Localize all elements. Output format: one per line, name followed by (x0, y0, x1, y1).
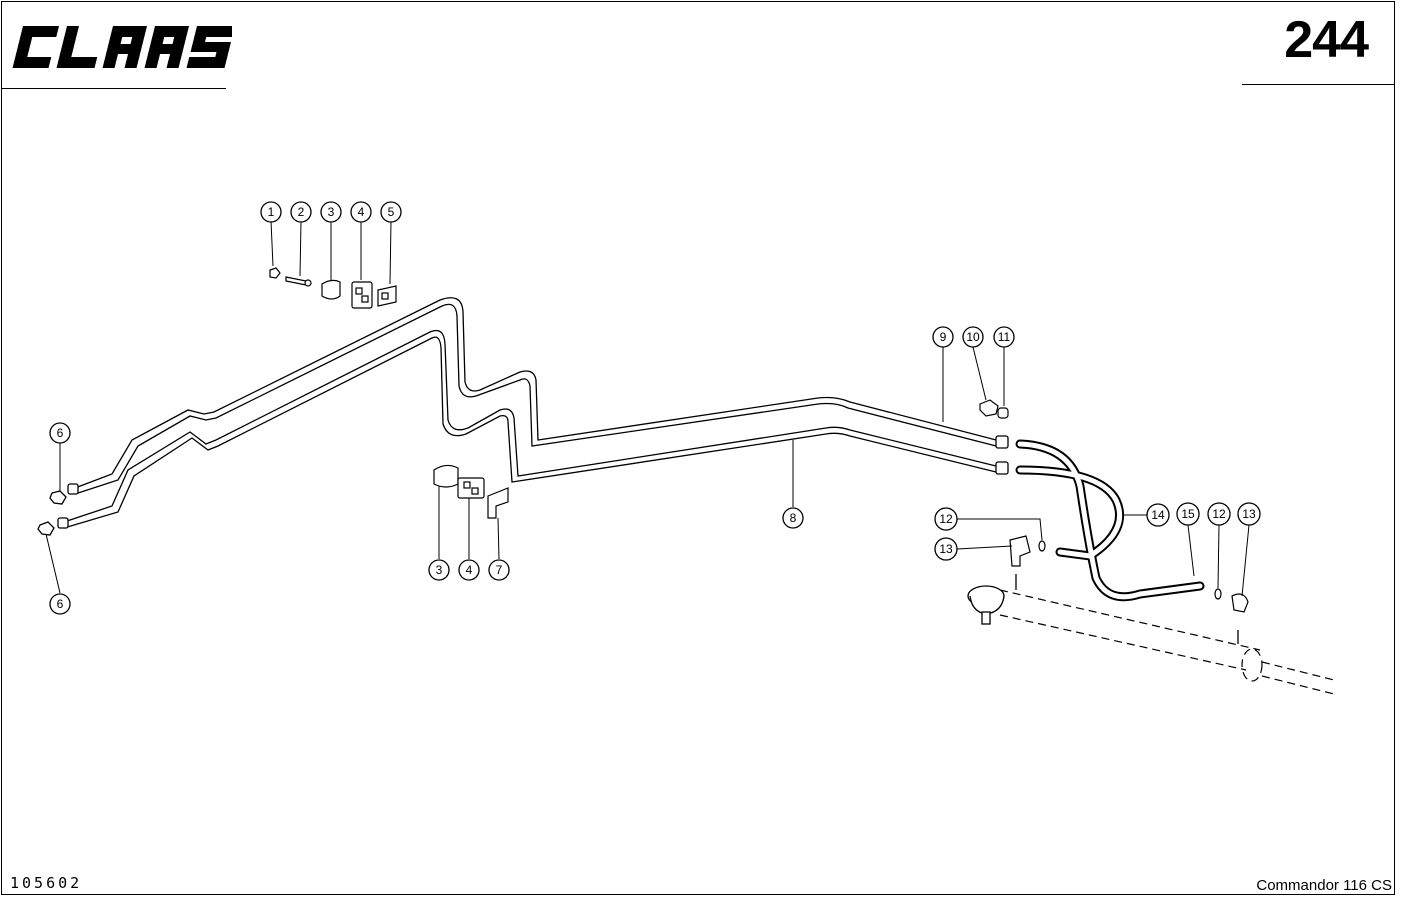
pipe-upper (74, 297, 1001, 495)
header-rule-left (2, 88, 226, 89)
svg-text:5: 5 (388, 205, 395, 219)
hydraulic-cylinder (999, 589, 1335, 695)
callout-12-left: 12 (934, 507, 958, 531)
svg-text:7: 7 (496, 563, 503, 577)
callout-13-right: 13 (1237, 502, 1261, 526)
svg-text:3: 3 (328, 205, 335, 219)
svg-text:15: 15 (1181, 507, 1195, 521)
callout-13-left: 13 (934, 537, 958, 561)
fittings-10-11 (979, 399, 1009, 419)
svg-text:6: 6 (57, 426, 64, 440)
claas-logo (12, 26, 232, 68)
callout-4: 4 (350, 201, 372, 223)
callout-9: 9 (932, 326, 954, 348)
elbow-fittings (1009, 535, 1249, 613)
callout-5: 5 (380, 201, 402, 223)
svg-text:9: 9 (940, 330, 947, 344)
clamp-parts-upper (269, 267, 397, 309)
callout-3: 3 (320, 201, 342, 223)
clamp-parts-lower (433, 464, 509, 519)
callout-11: 11 (993, 326, 1015, 348)
svg-text:1: 1 (268, 205, 275, 219)
callout-10: 10 (962, 326, 984, 348)
svg-text:12: 12 (1212, 507, 1226, 521)
svg-text:2: 2 (298, 205, 305, 219)
svg-text:13: 13 (939, 542, 953, 556)
callout-7: 7 (488, 559, 510, 581)
callout-14: 14 (1146, 503, 1170, 527)
page-number: 244 (1284, 11, 1369, 69)
svg-text:6: 6 (57, 597, 64, 611)
svg-text:10: 10 (966, 330, 980, 344)
svg-text:14: 14 (1151, 508, 1165, 522)
cylinder-cap (967, 574, 1239, 644)
svg-text:4: 4 (466, 563, 473, 577)
callout-3-lower: 3 (428, 559, 450, 581)
svg-text:8: 8 (790, 511, 797, 525)
callout-2: 2 (290, 201, 312, 223)
callout-6-upper: 6 (49, 422, 71, 444)
header-rule-right (1242, 84, 1394, 85)
drawing-number: 105602 (10, 874, 83, 892)
callout-15: 15 (1176, 502, 1200, 526)
pipe-end-fittings (37, 435, 1009, 536)
callout-8: 8 (782, 507, 804, 529)
callout-6-lower: 6 (49, 593, 71, 615)
pipe-lower (63, 329, 1001, 529)
svg-text:11: 11 (998, 330, 1011, 344)
model-name: Commandor 116 CS (1256, 877, 1392, 894)
callout-4-lower: 4 (458, 559, 480, 581)
svg-text:12: 12 (939, 512, 953, 526)
callout-12-right: 12 (1207, 502, 1231, 526)
svg-text:3: 3 (436, 563, 443, 577)
hoses (1015, 439, 1205, 602)
leader-lines (45, 220, 1250, 597)
callout-1: 1 (260, 201, 282, 223)
svg-text:4: 4 (358, 205, 365, 219)
svg-text:13: 13 (1242, 507, 1256, 521)
